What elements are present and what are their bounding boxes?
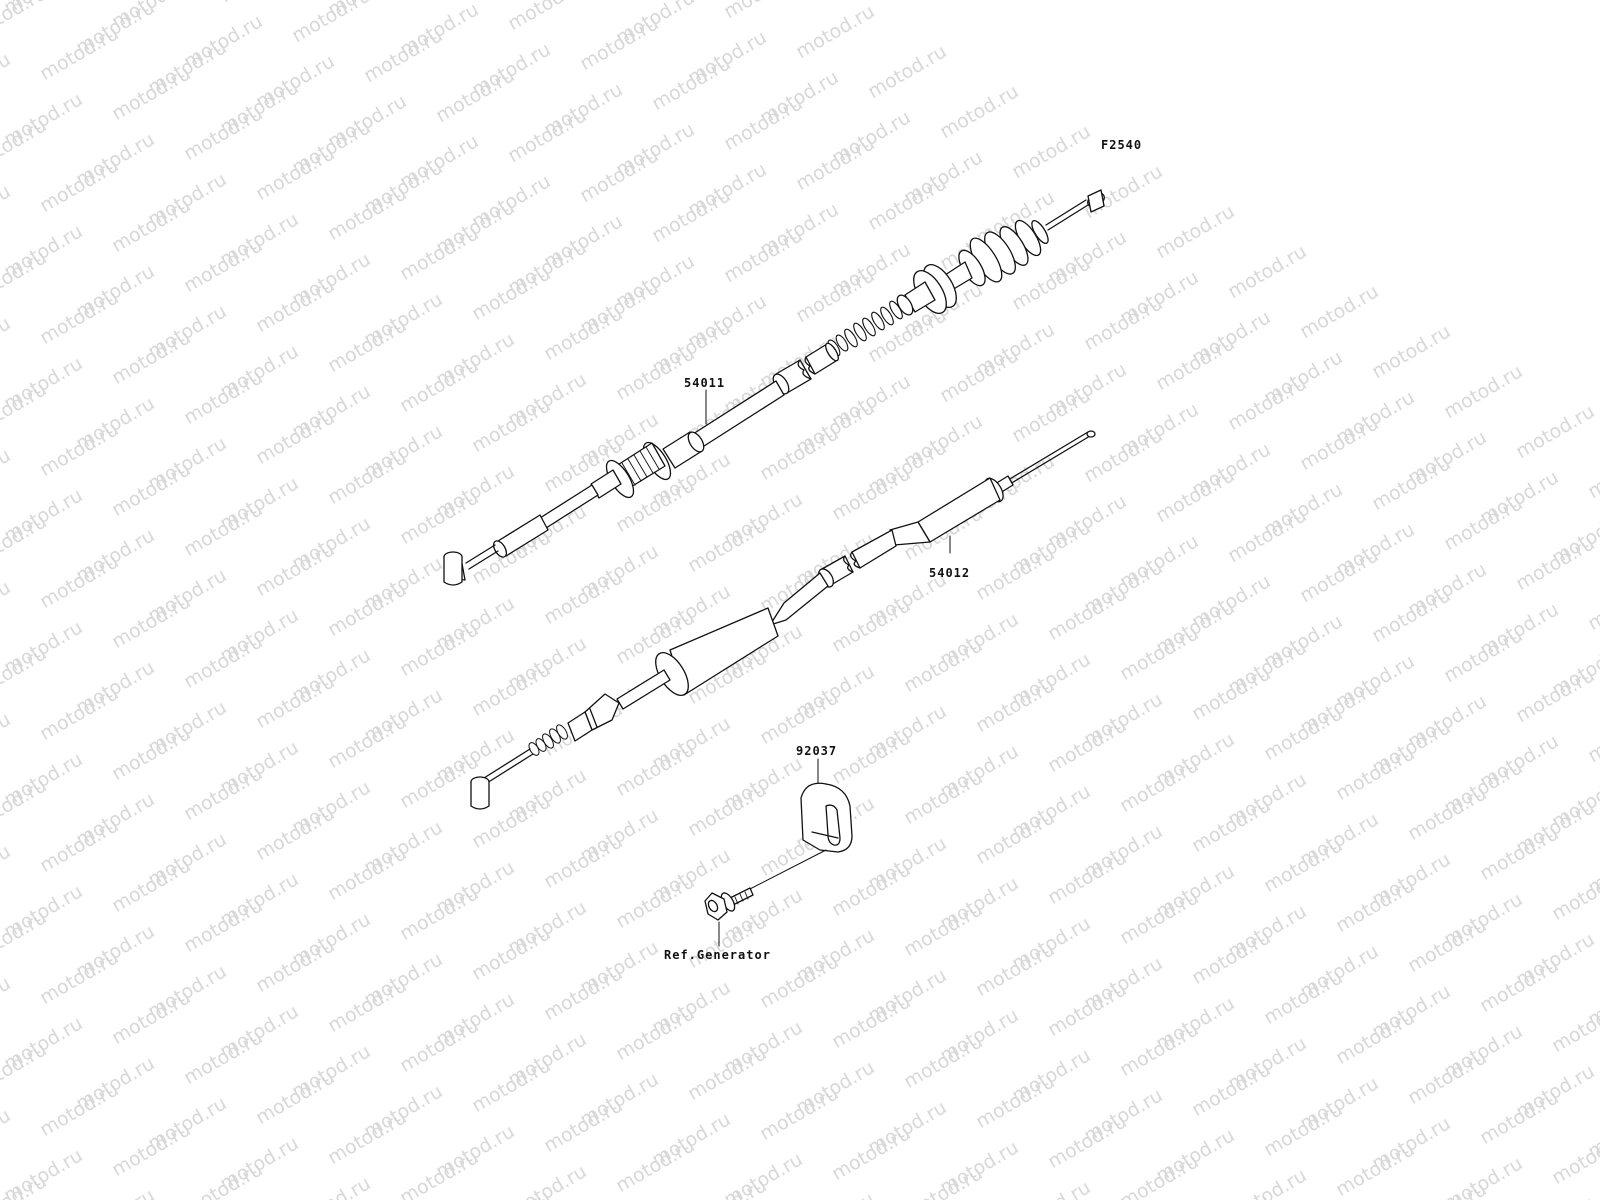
ref-generator-label: Ref.Generator xyxy=(664,948,771,962)
leader-lines xyxy=(705,389,951,947)
cable-clamp-92037 xyxy=(800,782,853,853)
figure-code: F2540 xyxy=(1101,138,1143,152)
bolt-ref-generator xyxy=(704,849,827,921)
throttle-cable-54012 xyxy=(470,430,1096,810)
part-number-54011: 54011 xyxy=(684,376,726,390)
clutch-cable-54011 xyxy=(443,189,1105,586)
part-number-92037: 92037 xyxy=(796,744,838,758)
part-number-54012: 54012 xyxy=(929,566,971,580)
